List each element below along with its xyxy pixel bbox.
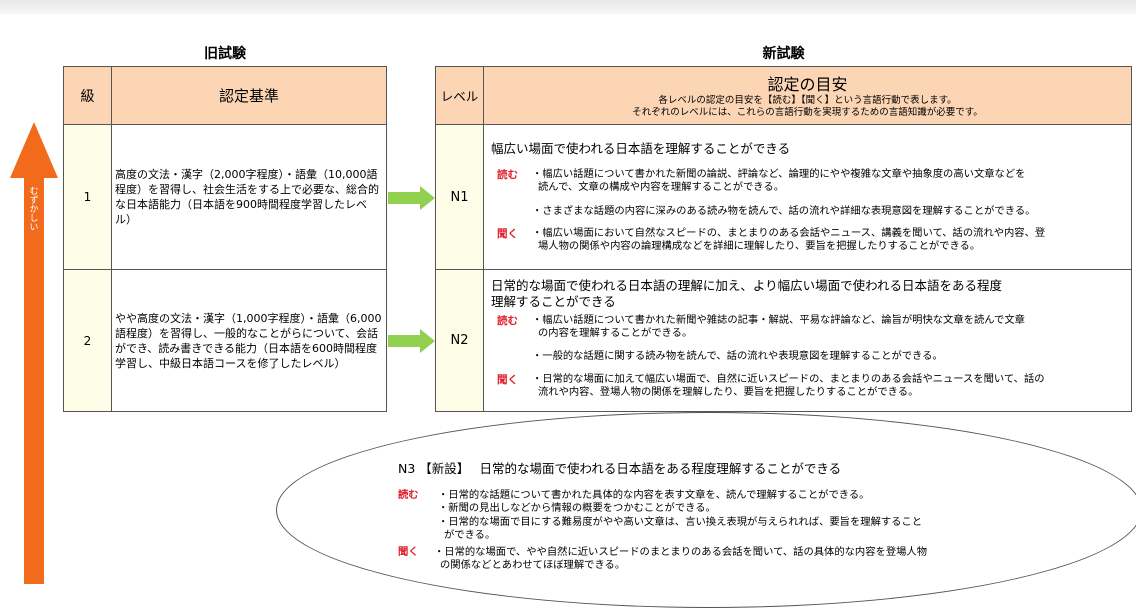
new-level-n1: N1: [436, 125, 483, 269]
n2-read1: ・幅広い話題について書かれた新聞や雑誌の記事・解説、平易な評論など、論旨が明快な…: [532, 314, 1025, 326]
new-col-level-header: レベル: [436, 67, 483, 124]
new-level-n2: N2: [436, 270, 483, 411]
old-exam-table: 級 認定基準 1 高度の文法・漢字（2,000字程度）・語彙（10,000語程度…: [63, 66, 387, 412]
new-header-sub2: それぞれのレベルには、これらの言語行動を実現するための言語知識が必要です。: [632, 107, 983, 118]
difficulty-arrow-icon: [10, 122, 58, 584]
difficulty-label: むずかしい: [27, 186, 38, 231]
arrow-2-to-n2-icon: [388, 329, 435, 353]
new-header-sub1: 各レベルの認定の目安を【読む】【聞く】という言語行動で表します。: [658, 95, 957, 106]
n1-read2: ・さまざまな話題の内容に深みのある読み物を読んで、話の流れや詳細な表現意図を理解…: [532, 205, 1036, 217]
old-col-criteria-header: 認定基準: [112, 67, 386, 124]
n2-lead1: 日常的な場面で使われる日本語の理解に加え、より幅広い場面で使われる日本語をある程…: [491, 278, 1003, 293]
n1-read1b: 読んで、文章の構成や内容を理解することができる。: [538, 181, 784, 193]
n1-listen1: ・幅広い場面において自然なスピードの、まとまりのある会話やニュース、講義を聞いて…: [532, 227, 1046, 239]
n2-read2: ・一般的な話題に関する読み物を読んで、話の流れや表現意図を理解することができる。: [532, 350, 943, 362]
old-criteria-1: 高度の文法・漢字（2,000字程度）・語彙（10,000語程度）を習得し、社会生…: [115, 168, 379, 226]
n3-listen-label: 聞く: [398, 546, 419, 558]
n3-read3: ・日常的な場面で目にする難易度がやや高い文章は、言い換え表現が与えられれば、要旨…: [438, 516, 923, 528]
new-header-title: 認定の目安: [767, 75, 848, 94]
old-level-1: 1: [64, 125, 111, 269]
n3-listen1b: の関係などとあわせてほぼ理解できる。: [440, 559, 626, 571]
n2-lead2: 理解することができる: [491, 294, 616, 309]
n2-listen1b: 流れや内容、登場人物の関係を理解したり、要旨を把握したりすることができる。: [538, 386, 919, 398]
n3-title: N3 【新設】 日常的な場面で使われる日本語をある程度理解することができる: [398, 461, 842, 476]
arrow-1-to-n1-icon: [388, 186, 435, 210]
n3-read1: ・日常的な話題について書かれた具体的な内容を表す文章を、読んで理解することができ…: [438, 489, 870, 501]
n3-read3b: ができる。: [444, 529, 496, 541]
top-bar: [0, 0, 1136, 14]
n2-listen1: ・日常的な場面に加えて幅広い場面で、自然に近いスピードの、まとまりのある会話やニ…: [532, 373, 1045, 385]
n1-listen1b: 場人物の関係や内容の論理構成などを詳細に理解したり、要旨を把握したりすることがで…: [538, 240, 981, 252]
old-col-level-header: 級: [64, 67, 111, 124]
n1-listen-label: 聞く: [497, 228, 518, 240]
n1-read1: ・幅広い話題について書かれた新聞の論説、評論など、論理的にやや複雑な文章や抽象度…: [532, 168, 1026, 180]
new-exam-title: 新試験: [762, 46, 805, 62]
n1-lead: 幅広い場面で使われる日本語を理解することができる: [491, 141, 791, 156]
old-criteria-2: やや高度の文法・漢字（1,000字程度）・語彙（6,000語程度）を習得し、一般…: [115, 311, 382, 370]
n1-read-label: 読む: [497, 169, 518, 181]
old-exam-title: 旧試験: [204, 46, 246, 62]
n3-read2: ・新聞の見出しなどから情報の概要をつかむことができる。: [438, 502, 716, 514]
n2-read-label: 読む: [497, 315, 518, 327]
old-level-2: 2: [64, 270, 111, 411]
n2-read1b: の内容を理解することができる。: [538, 327, 693, 339]
n2-listen-label: 聞く: [497, 374, 518, 386]
n3-listen1: ・日常的な場面で、やや自然に近いスピードのまとまりのある会話を聞いて、話の具体的…: [434, 546, 928, 558]
new-exam-table: レベル 認定の目安 各レベルの認定の目安を【読む】【聞く】という言語行動で表しま…: [435, 66, 1132, 412]
new-col-header: 認定の目安 各レベルの認定の目安を【読む】【聞く】という言語行動で表します。 そ…: [484, 67, 1131, 124]
n3-read-label: 読む: [398, 489, 419, 501]
